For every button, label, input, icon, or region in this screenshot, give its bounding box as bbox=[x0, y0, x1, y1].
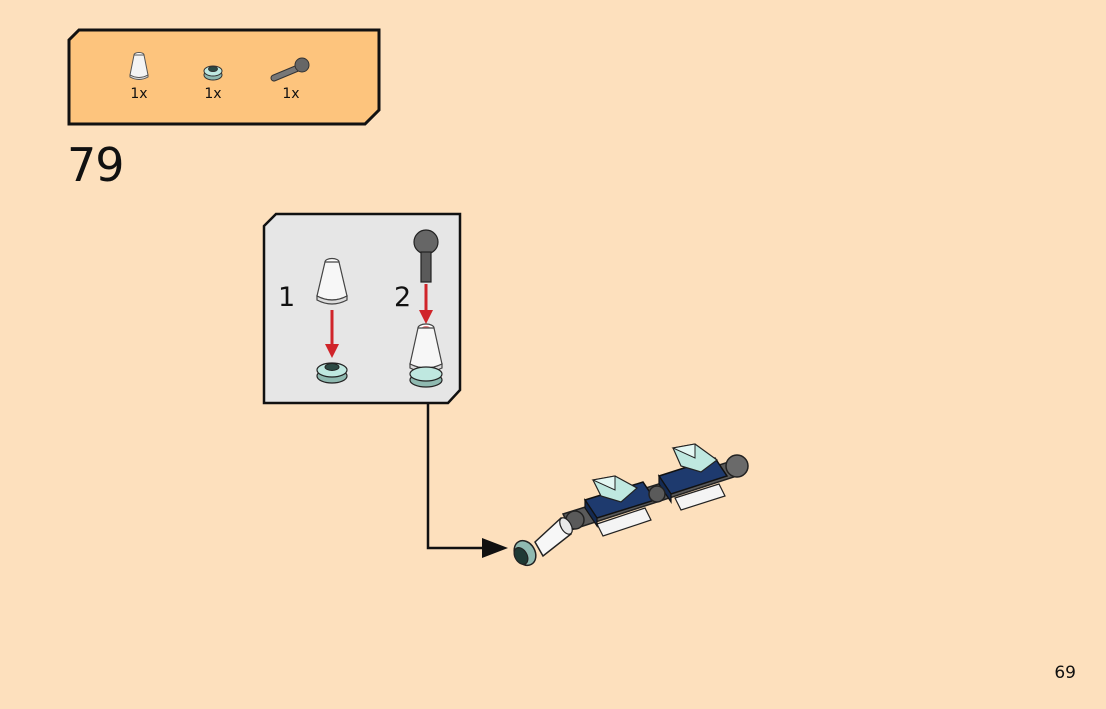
parts-qty: 1x bbox=[204, 86, 222, 102]
page-number: 69 bbox=[1054, 663, 1076, 683]
parts-item-ball-bar: 1x bbox=[261, 48, 321, 108]
grey-ball-bar-icon bbox=[270, 57, 310, 82]
substep-2-illustration bbox=[409, 229, 443, 388]
substep-number: 2 bbox=[394, 282, 412, 313]
connector-arrow bbox=[426, 404, 508, 558]
parts-item-round-plate: 1x bbox=[183, 48, 243, 108]
subassembly-frame bbox=[262, 212, 462, 405]
parts-callout-frame bbox=[67, 28, 381, 126]
step-number: 79 bbox=[67, 138, 125, 192]
substep-number: 1 bbox=[278, 282, 296, 313]
parts-qty: 1x bbox=[282, 86, 300, 102]
parts-callout: 1x 1x 1x bbox=[67, 28, 381, 126]
substep-1-illustration bbox=[316, 257, 348, 384]
parts-item-cone: 1x bbox=[109, 48, 169, 108]
subassembly-box: 1 2 bbox=[262, 212, 462, 405]
main-assembly-illustration bbox=[513, 443, 749, 567]
parts-qty: 1x bbox=[130, 86, 148, 102]
white-cone-piece-icon bbox=[129, 52, 149, 80]
teal-round-plate-icon bbox=[203, 65, 223, 81]
